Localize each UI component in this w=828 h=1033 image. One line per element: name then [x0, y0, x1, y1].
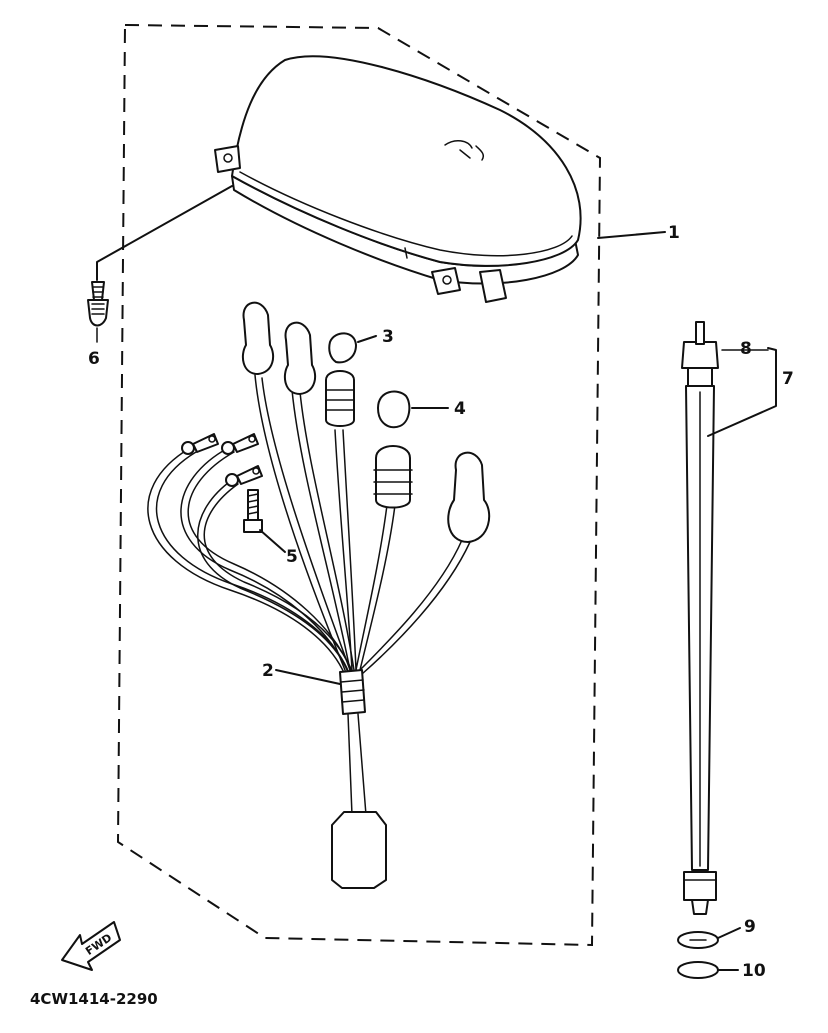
washer-icon: [677, 931, 719, 949]
screw-icon: [243, 489, 263, 533]
leader-line-1: [597, 231, 666, 239]
bulb-icon: [377, 390, 411, 429]
callout-2: 2: [262, 661, 274, 681]
callout-6: 6: [88, 349, 100, 369]
leader-line-2: [275, 669, 341, 685]
callout-3: 3: [382, 327, 394, 347]
bulb-icon: [328, 332, 357, 364]
meter-cable-icon: [681, 341, 719, 915]
callout-8: 8: [740, 339, 752, 359]
leader-line-3: [357, 335, 377, 343]
callout-1: 1: [668, 223, 680, 243]
assembly-boundary: [116, 23, 602, 947]
leader-line-6: [96, 185, 233, 281]
meter-housing-icon: [214, 55, 582, 303]
wire-harness-icon: [147, 301, 491, 889]
callout-4: 4: [454, 399, 466, 419]
o-ring-icon: [677, 961, 719, 979]
callout-5: 5: [286, 547, 298, 567]
forward-direction-arrow-icon: FWD: [61, 921, 121, 971]
callout-10: 10: [742, 961, 766, 981]
drawing-code: 4CW1414-2290: [30, 990, 158, 1008]
leader-line-9: [717, 927, 741, 939]
leader-line-5: [259, 529, 286, 553]
leader-line-7: [707, 347, 777, 437]
screw-icon: [87, 281, 109, 327]
callout-7: 7: [782, 369, 794, 389]
cable-inner-icon: [695, 321, 705, 345]
callout-9: 9: [744, 917, 756, 937]
